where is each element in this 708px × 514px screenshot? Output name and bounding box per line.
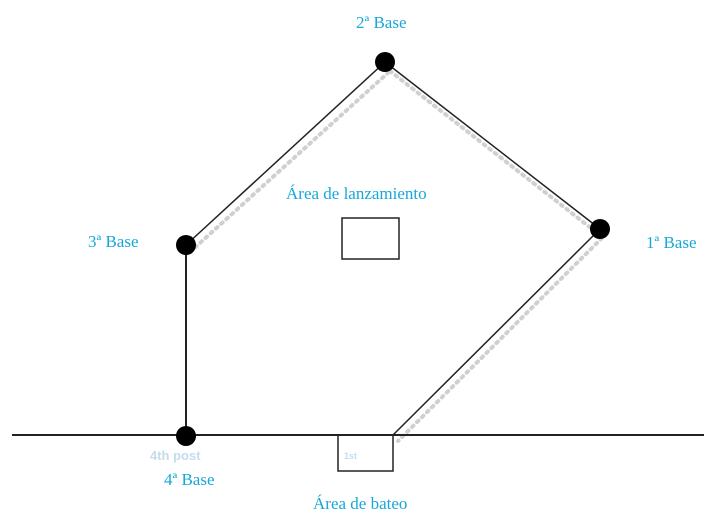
home-base-marker [176, 426, 196, 446]
second-base-label: 2ª Base [356, 13, 407, 32]
path-second-to-first [384, 61, 601, 230]
dotted-shadow-second-first [388, 69, 603, 238]
path-first-to-batting [392, 228, 601, 436]
pitching-area-label: Área de lanzamiento [286, 184, 427, 203]
dotted-shadow-third-second [188, 69, 392, 254]
first-base-label: 1ª Base [646, 233, 697, 252]
third-base-marker [176, 235, 196, 255]
first-base-marker [590, 219, 610, 239]
pitching-area-box [341, 217, 400, 260]
path-third-to-second [185, 61, 386, 246]
third-base-label: 3ª Base [88, 232, 139, 251]
home-base-label: 4ª Base [164, 470, 215, 489]
ghost-home-text: 4th post [150, 448, 201, 463]
dotted-shadow-first-home [396, 236, 604, 443]
batting-area-box [337, 434, 394, 472]
second-base-marker [375, 52, 395, 72]
batting-area-label: Área de bateo [313, 494, 408, 513]
ghost-first-text: 1st [344, 451, 358, 461]
